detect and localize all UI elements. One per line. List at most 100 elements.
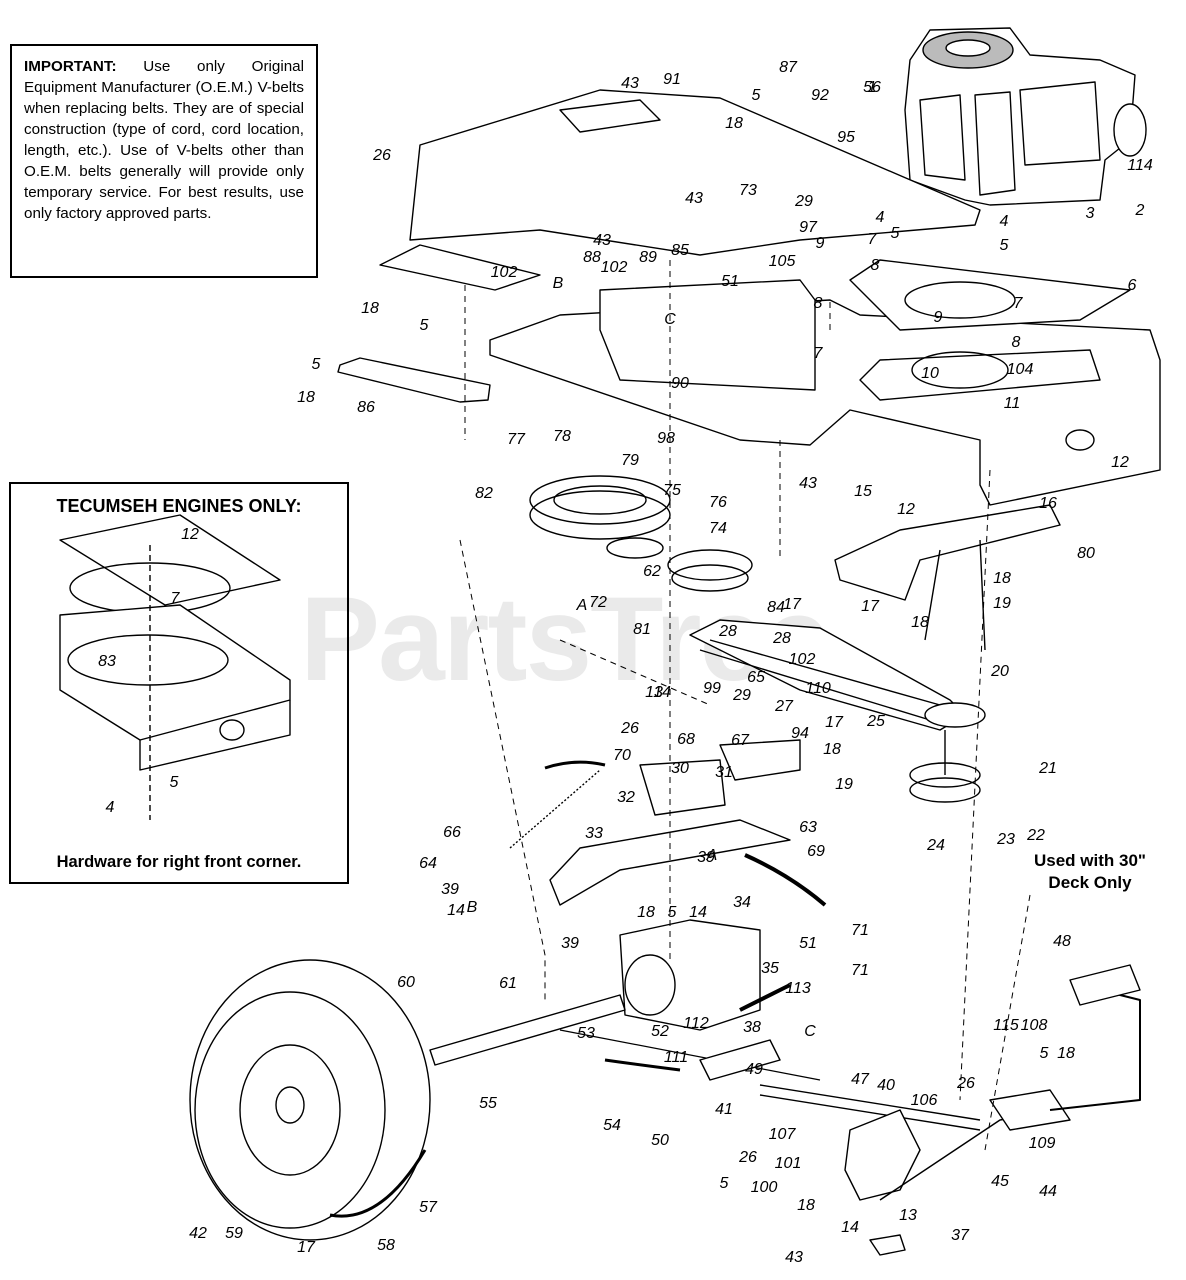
callout-label-76: 76 <box>709 494 727 511</box>
callout-label-34: 34 <box>733 894 751 911</box>
callout-label-5: 5 <box>752 87 761 104</box>
important-note: IMPORTANT: Use only Original Equipment M… <box>10 44 318 278</box>
callout-label-40: 40 <box>877 1077 895 1094</box>
callout-label-115: 115 <box>993 1017 1019 1034</box>
callout-label-59: 59 <box>225 1225 243 1242</box>
callout-label-60: 60 <box>397 974 415 991</box>
callout-label-53: 53 <box>577 1025 595 1042</box>
callout-label-14: 14 <box>653 684 671 701</box>
tecumseh-inset-drawing <box>59 514 291 820</box>
callout-label-74: 74 <box>709 520 727 537</box>
callout-label-14: 14 <box>689 904 707 921</box>
callout-label-55: 55 <box>479 1095 497 1112</box>
callout-label-5: 5 <box>668 904 677 921</box>
callout-label-43: 43 <box>799 475 817 492</box>
callout-label-26: 26 <box>956 1075 975 1092</box>
callout-label-39: 39 <box>441 881 459 898</box>
callout-label-5: 5 <box>1000 237 1009 254</box>
callout-label-92: 92 <box>811 87 829 104</box>
callout-label-45: 45 <box>991 1173 1009 1190</box>
callout-label-29: 29 <box>794 193 813 210</box>
callout-label-13: 13 <box>899 1207 917 1224</box>
callout-label-19: 19 <box>835 776 853 793</box>
callout-label-39: 39 <box>561 935 579 952</box>
callout-label-14: 14 <box>841 1219 859 1236</box>
callout-label-98: 98 <box>657 430 675 447</box>
callout-label-71: 71 <box>851 922 869 939</box>
callout-label-18: 18 <box>361 300 379 317</box>
callout-label-65: 65 <box>747 669 765 686</box>
callout-label-17: 17 <box>783 596 802 613</box>
callout-label-18: 18 <box>823 741 841 758</box>
callout-label-25: 25 <box>866 713 885 730</box>
callout-label-102: 102 <box>789 651 816 668</box>
callout-label-102: 102 <box>601 259 628 276</box>
callout-label-47: 47 <box>851 1071 870 1088</box>
callout-label-9: 9 <box>816 235 825 252</box>
callout-label-5: 5 <box>1040 1045 1049 1062</box>
callout-label-63: 63 <box>799 819 817 836</box>
callout-label-77: 77 <box>507 431 526 448</box>
callout-label-41: 41 <box>715 1101 733 1118</box>
callout-label-6: 6 <box>1128 277 1137 294</box>
callout-label-114: 114 <box>1127 157 1153 174</box>
callout-label-1: 1 <box>868 79 877 96</box>
callout-label-78: 78 <box>553 428 571 445</box>
callout-label-44: 44 <box>1039 1183 1057 1200</box>
callout-label-26: 26 <box>620 720 639 737</box>
callout-label-5: 5 <box>420 317 429 334</box>
callout-label-24: 24 <box>926 837 945 854</box>
callout-label-110: 110 <box>805 680 831 697</box>
callout-label-18: 18 <box>637 904 655 921</box>
callout-label-A: A <box>706 847 718 864</box>
callout-label-7: 7 <box>868 231 878 248</box>
callout-label-106: 106 <box>911 1092 938 1109</box>
callout-label-51: 51 <box>799 935 817 952</box>
callout-label-2: 2 <box>1135 202 1145 219</box>
main-frame <box>489 259 1161 506</box>
callout-label-105: 105 <box>769 253 796 270</box>
callout-label-48: 48 <box>1053 933 1071 950</box>
callout-label-73: 73 <box>739 182 757 199</box>
callout-label-15: 15 <box>854 483 872 500</box>
callout-label-79: 79 <box>621 452 639 469</box>
callout-label-17: 17 <box>825 714 844 731</box>
callout-label-B: B <box>467 899 478 916</box>
callout-label-35: 35 <box>761 960 779 977</box>
callout-label-71: 71 <box>851 962 869 979</box>
callout-label-18: 18 <box>797 1197 815 1214</box>
callout-label-80: 80 <box>1077 545 1095 562</box>
callout-label-17: 17 <box>861 598 880 615</box>
callout-label-102: 102 <box>491 264 518 281</box>
callout-label-8: 8 <box>1012 334 1021 351</box>
callout-label-3: 3 <box>1086 205 1095 222</box>
callout-label-54: 54 <box>603 1117 621 1134</box>
callout-label-7: 7 <box>1014 295 1024 312</box>
callout-label-89: 89 <box>639 249 657 266</box>
callout-label-5: 5 <box>312 356 321 373</box>
callout-label-64: 64 <box>419 855 437 872</box>
callout-label-28: 28 <box>718 623 737 640</box>
callout-label-18: 18 <box>993 570 1011 587</box>
callout-label-43: 43 <box>621 75 639 92</box>
callout-label-43: 43 <box>593 232 611 249</box>
callout-label-26: 26 <box>738 1149 757 1166</box>
transaxle <box>429 919 821 1081</box>
callout-label-31: 31 <box>715 764 733 781</box>
callout-label-104: 104 <box>1007 361 1034 378</box>
callout-label-58: 58 <box>377 1237 395 1254</box>
callout-label-111: 111 <box>664 1049 688 1066</box>
callout-label-29: 29 <box>732 687 751 704</box>
tecumseh-callout-7: 7 <box>171 590 181 607</box>
callout-label-4: 4 <box>876 209 885 226</box>
callout-label-72: 72 <box>589 594 607 611</box>
callout-label-67: 67 <box>731 732 750 749</box>
callout-label-4: 4 <box>1000 213 1009 230</box>
callout-label-62: 62 <box>643 563 661 580</box>
callout-label-113: 113 <box>785 980 811 997</box>
callout-label-75: 75 <box>663 482 681 499</box>
callout-label-5: 5 <box>891 225 900 242</box>
pulley-drive-system <box>529 475 986 803</box>
